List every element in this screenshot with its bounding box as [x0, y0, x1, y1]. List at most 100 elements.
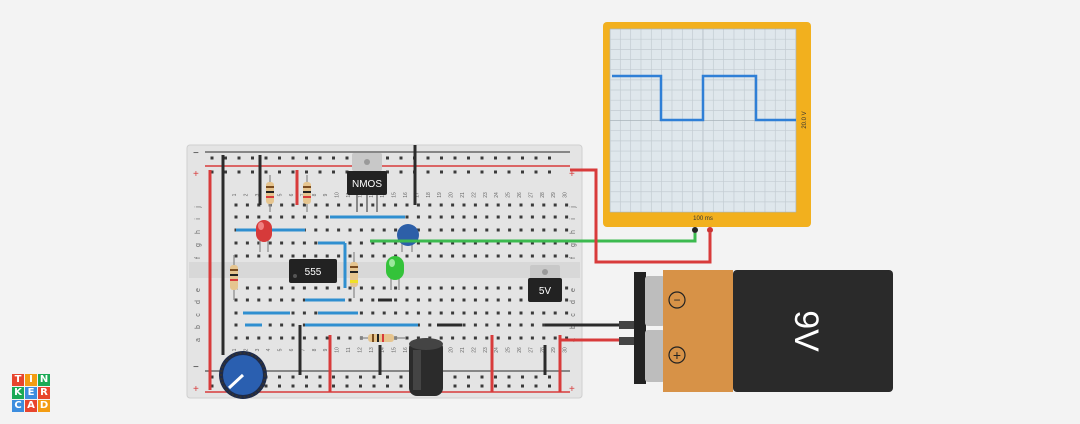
breadboard-hole[interactable]	[507, 170, 511, 174]
breadboard-hole[interactable]	[291, 215, 295, 219]
breadboard-hole[interactable]	[496, 241, 500, 245]
breadboard-hole[interactable]	[405, 203, 409, 207]
breadboard-hole[interactable]	[245, 254, 249, 258]
breadboard-hole[interactable]	[302, 311, 306, 315]
breadboard-hole[interactable]	[553, 254, 557, 258]
breadboard-hole[interactable]	[382, 241, 386, 245]
breadboard-hole[interactable]	[496, 336, 500, 340]
breadboard-hole[interactable]	[451, 254, 455, 258]
breadboard-hole[interactable]	[371, 203, 375, 207]
breadboard-hole[interactable]	[278, 384, 281, 388]
breadboard-hole[interactable]	[314, 228, 318, 232]
breadboard-hole[interactable]	[318, 375, 322, 379]
breadboard-hole[interactable]	[508, 203, 512, 207]
breadboard-hole[interactable]	[453, 170, 457, 174]
breadboard-hole[interactable]	[302, 254, 306, 258]
breadboard-hole[interactable]	[508, 228, 512, 232]
breadboard-hole[interactable]	[548, 170, 551, 174]
breadboard-hole[interactable]	[473, 286, 477, 290]
breadboard-hole[interactable]	[485, 311, 489, 315]
breadboard-hole[interactable]	[314, 254, 318, 258]
breadboard-hole[interactable]	[530, 203, 534, 207]
breadboard-hole[interactable]	[519, 203, 523, 207]
breadboard-hole[interactable]	[325, 215, 329, 219]
breadboard-hole[interactable]	[291, 336, 295, 340]
breadboard-hole[interactable]	[257, 298, 261, 302]
breadboard-hole[interactable]	[280, 323, 284, 327]
breadboard-hole[interactable]	[416, 203, 420, 207]
breadboard-hole[interactable]	[314, 215, 318, 219]
breadboard-hole[interactable]	[318, 170, 322, 174]
breadboard-hole[interactable]	[399, 375, 403, 379]
breadboard-hole[interactable]	[345, 375, 349, 379]
breadboard-hole[interactable]	[257, 215, 261, 219]
breadboard-hole[interactable]	[496, 215, 500, 219]
breadboard-hole[interactable]	[542, 323, 546, 327]
breadboard-hole[interactable]	[565, 215, 569, 219]
breadboard-hole[interactable]	[251, 170, 254, 174]
breadboard-hole[interactable]	[428, 254, 432, 258]
breadboard-hole[interactable]	[337, 336, 341, 340]
breadboard-hole[interactable]	[372, 384, 376, 388]
breadboard-hole[interactable]	[462, 228, 466, 232]
breadboard-hole[interactable]	[394, 228, 398, 232]
breadboard-hole[interactable]	[426, 170, 430, 174]
nmos-transistor[interactable]: NMOS	[347, 153, 387, 212]
breadboard-hole[interactable]	[291, 375, 295, 379]
breadboard-hole[interactable]	[485, 215, 489, 219]
breadboard-hole[interactable]	[416, 336, 420, 340]
jumper-wires[interactable]	[208, 145, 562, 392]
breadboard-hole[interactable]	[426, 156, 430, 160]
breadboard-hole[interactable]	[237, 156, 241, 160]
breadboard-hole[interactable]	[534, 170, 538, 174]
breadboard-hole[interactable]	[394, 203, 398, 207]
breadboard-hole[interactable]	[405, 311, 409, 315]
breadboard-hole[interactable]	[348, 298, 352, 302]
breadboard-hole[interactable]	[439, 311, 443, 315]
breadboard-hole[interactable]	[332, 375, 335, 379]
breadboard-hole[interactable]	[439, 336, 443, 340]
breadboard-hole[interactable]	[519, 286, 523, 290]
breadboard-hole[interactable]	[480, 375, 484, 379]
breadboard-hole[interactable]	[325, 203, 329, 207]
breadboard-hole[interactable]	[291, 323, 295, 327]
breadboard-hole[interactable]	[348, 241, 352, 245]
breadboard-hole[interactable]	[305, 375, 308, 379]
breadboard-hole[interactable]	[245, 286, 249, 290]
breadboard-hole[interactable]	[268, 286, 272, 290]
breadboard-hole[interactable]	[439, 228, 443, 232]
breadboard-hole[interactable]	[534, 375, 538, 379]
breadboard-hole[interactable]	[428, 228, 432, 232]
breadboard-hole[interactable]	[394, 241, 398, 245]
breadboard-hole[interactable]	[451, 311, 455, 315]
breadboard-hole[interactable]	[439, 203, 443, 207]
breadboard-hole[interactable]	[439, 254, 443, 258]
breadboard-hole[interactable]	[542, 254, 546, 258]
breadboard-hole[interactable]	[371, 228, 375, 232]
breadboard-hole[interactable]	[359, 286, 363, 290]
breadboard-hole[interactable]	[530, 241, 534, 245]
breadboard-hole[interactable]	[345, 170, 349, 174]
breadboard-hole[interactable]	[278, 170, 281, 174]
breadboard-hole[interactable]	[485, 323, 489, 327]
breadboard-hole[interactable]	[496, 228, 500, 232]
breadboard-hole[interactable]	[325, 336, 329, 340]
breadboard-hole[interactable]	[302, 286, 306, 290]
breadboard-hole[interactable]	[405, 298, 409, 302]
breadboard-hole[interactable]	[428, 298, 432, 302]
breadboard-hole[interactable]	[305, 384, 308, 388]
breadboard-hole[interactable]	[268, 323, 272, 327]
breadboard-hole[interactable]	[234, 241, 238, 245]
breadboard-hole[interactable]	[451, 286, 455, 290]
breadboard-hole[interactable]	[337, 203, 341, 207]
breadboard-hole[interactable]	[485, 203, 489, 207]
breadboard-hole[interactable]	[348, 228, 352, 232]
breadboard-hole[interactable]	[237, 170, 241, 174]
breadboard-hole[interactable]	[224, 156, 227, 160]
breadboard-hole[interactable]	[382, 311, 386, 315]
breadboard-hole[interactable]	[521, 156, 524, 160]
breadboard-hole[interactable]	[278, 375, 281, 379]
breadboard-hole[interactable]	[405, 254, 409, 258]
breadboard-hole[interactable]	[337, 254, 341, 258]
breadboard-hole[interactable]	[565, 203, 569, 207]
